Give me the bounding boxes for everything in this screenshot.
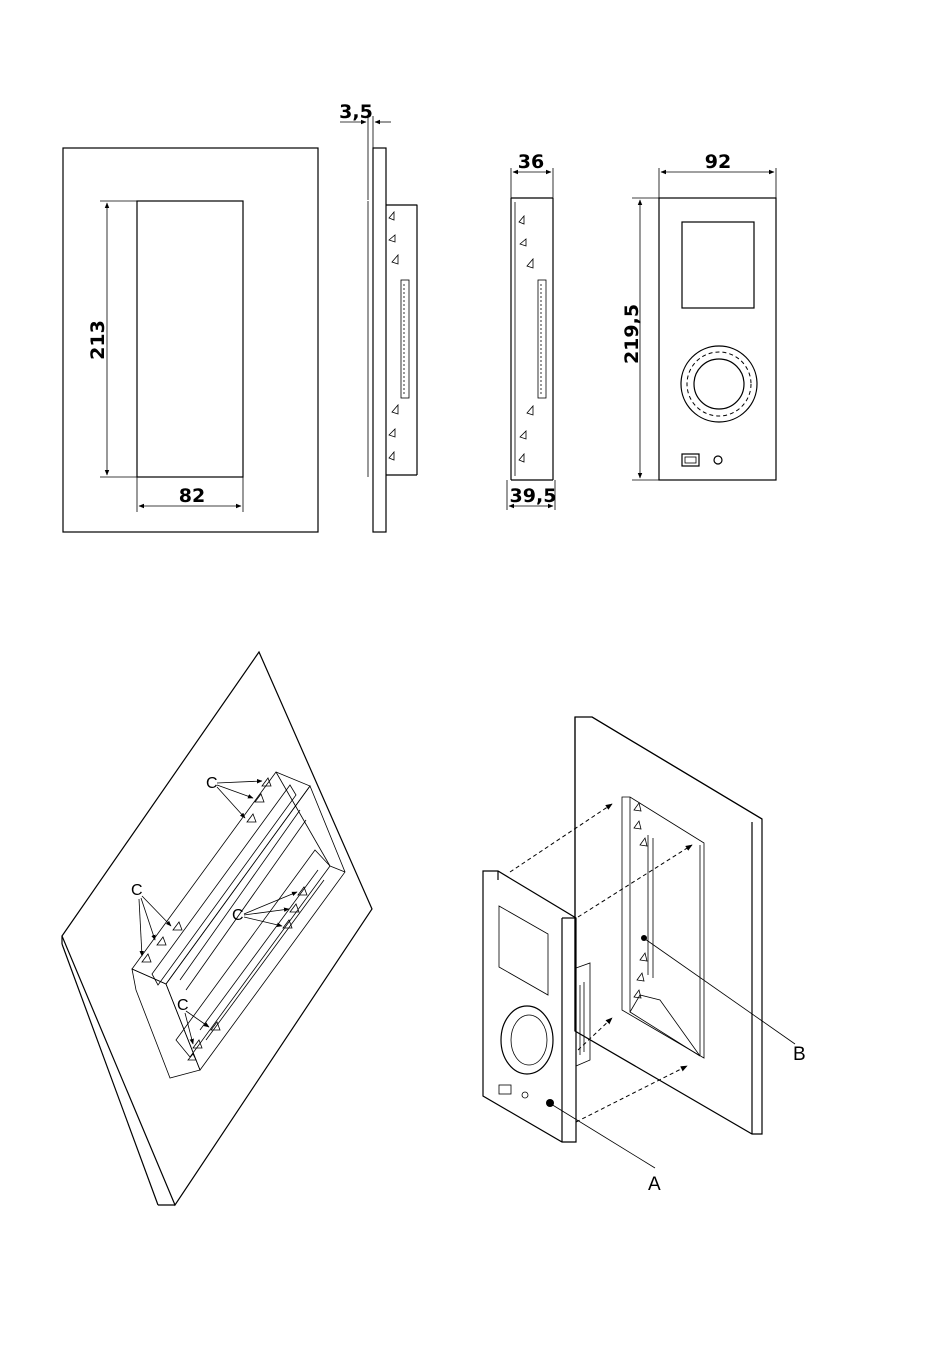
device-height-label: 219,5 — [621, 304, 643, 364]
box-total-depth-label: 39,5 — [510, 485, 557, 507]
callout-c-left: C — [131, 882, 143, 899]
box-depth-label: 36 — [518, 151, 544, 173]
callout-c-top: C — [206, 775, 218, 792]
device-front-view: 92 219,5 — [621, 151, 776, 480]
panel-thickness-label: 3,5 — [339, 101, 373, 123]
callout-a: A — [648, 1174, 661, 1195]
mounting-box-side-view: 36 39,5 — [507, 151, 556, 510]
cutout-height-label: 213 — [87, 320, 109, 360]
callout-c-middle: C — [232, 907, 244, 924]
isometric-box-view: C C C C — [62, 652, 372, 1205]
cutout-front-view: 213 82 — [63, 148, 318, 532]
cutout-width-label: 82 — [179, 485, 205, 507]
isometric-assembly-view: A B — [483, 717, 806, 1195]
callout-b: B — [793, 1044, 806, 1065]
side-section-view: 3,5 — [339, 101, 417, 532]
device-width-label: 92 — [705, 151, 731, 173]
